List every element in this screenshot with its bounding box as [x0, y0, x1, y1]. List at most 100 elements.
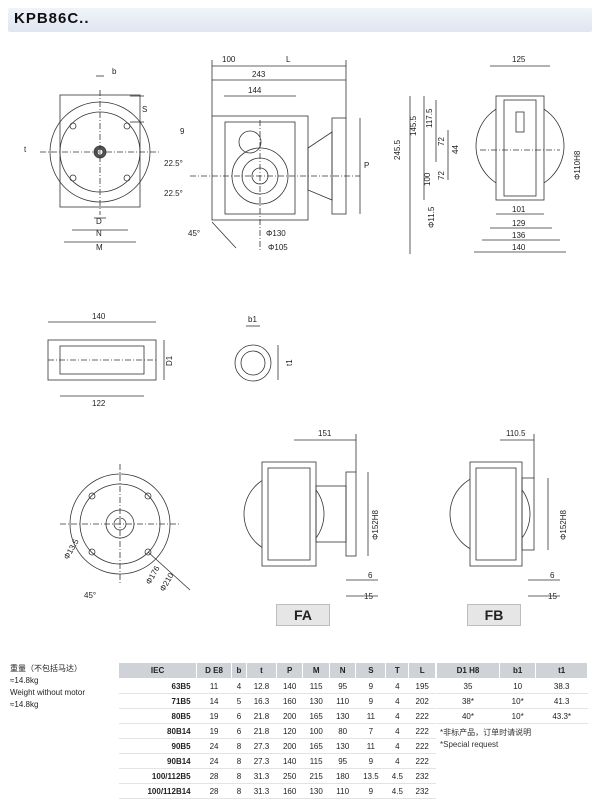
- table-cell: 95: [329, 678, 356, 694]
- table-cell: 200: [276, 708, 303, 724]
- table-cell: 7: [355, 723, 386, 739]
- dim-122: 122: [92, 399, 106, 408]
- table-cell: 19: [196, 708, 232, 724]
- table-cell: 28: [196, 783, 232, 799]
- angle-flange-45: 45°: [84, 591, 96, 600]
- dim-72-a: 72: [437, 137, 446, 146]
- hollow-shaft-view: 140 D1 122: [47, 312, 174, 408]
- table-cell: 215: [302, 768, 330, 784]
- table-cell: 130: [302, 783, 330, 799]
- table-cell: 160: [276, 783, 303, 799]
- title-bar: [8, 8, 592, 32]
- table-cell: 10*: [499, 693, 536, 709]
- dim-phi105: Φ105: [268, 243, 288, 252]
- table-cell: 9: [355, 783, 386, 799]
- table-cell: 115: [302, 753, 330, 769]
- table-cell: 165: [302, 738, 330, 754]
- table-cell: 100/112B5: [118, 768, 197, 784]
- table-cell: 100: [302, 723, 330, 739]
- table-cell: 110: [329, 693, 356, 709]
- weight-label-en: Weight without motor: [10, 688, 85, 697]
- dim-117-5: 117.5: [425, 108, 434, 128]
- table-cell: 63B5: [118, 678, 197, 694]
- table-cell: 35: [436, 678, 500, 694]
- angle-22-5-a: 22.5°: [164, 159, 183, 168]
- dim-t1: t1: [285, 359, 294, 366]
- table-cell: 9: [355, 693, 386, 709]
- dim-S: S: [142, 105, 147, 114]
- dim-100-b: 100: [423, 172, 432, 186]
- table-cell: 222: [408, 738, 436, 754]
- table-cell: 222: [408, 708, 436, 724]
- table-cell: 4: [385, 753, 409, 769]
- column-header: t1: [535, 662, 588, 679]
- table-cell: 16.3: [246, 693, 277, 709]
- notes: *非标产品，订单时请说明 *Special request: [440, 727, 531, 751]
- table-cell: 21.8: [246, 708, 277, 724]
- table-cell: 5: [231, 693, 247, 709]
- table-cell: 11: [355, 738, 386, 754]
- dim-fa-6: 6: [368, 571, 373, 580]
- dim-M: M: [96, 243, 103, 252]
- dim-b1: b1: [248, 315, 257, 324]
- table-cell: 140: [276, 753, 303, 769]
- dim-phi13-5: Φ13.5: [62, 537, 81, 561]
- column-header: M: [302, 662, 330, 679]
- table-cell: 28: [196, 768, 232, 784]
- table-cell: 140: [276, 678, 303, 694]
- dim-L: L: [286, 55, 291, 64]
- dim-fa-15: 15: [364, 592, 373, 601]
- column-header: t: [246, 662, 277, 679]
- note-en: *Special request: [440, 740, 499, 749]
- column-header: b1: [498, 662, 537, 679]
- table-cell: 115: [302, 678, 330, 694]
- table-cell: 8: [231, 738, 247, 754]
- table-row: 40*10*43.3*: [436, 708, 588, 724]
- table-cell: 95: [329, 753, 356, 769]
- table-cell: 110: [329, 783, 356, 799]
- table-cell: 71B5: [118, 693, 197, 709]
- weight-info: 重量（不包括马达） ≈14.8kg Weight without motor ≈…: [10, 663, 85, 711]
- table-cell: 100/112B14: [118, 783, 197, 799]
- table-cell: 9: [355, 753, 386, 769]
- table-cell: 4: [231, 678, 247, 694]
- motor-flange-front-view: b S t D N M: [24, 67, 160, 252]
- table-cell: 19: [196, 723, 232, 739]
- dim-243: 243: [252, 70, 266, 79]
- table-cell: 31.3: [246, 768, 277, 784]
- dim-145-5: 145.5: [409, 115, 418, 136]
- table-cell: 6: [231, 708, 247, 724]
- table-cell: 6: [231, 723, 247, 739]
- dim-fb-phi152: Φ152H8: [559, 509, 568, 540]
- table-cell: 80: [329, 723, 356, 739]
- dim-9: 9: [180, 127, 185, 136]
- weight-value-cn: ≈14.8kg: [10, 676, 39, 685]
- dim-shaft-140: 140: [92, 312, 106, 321]
- dim-125: 125: [512, 55, 526, 64]
- column-header: P: [275, 662, 304, 679]
- table-cell: 11: [196, 678, 232, 694]
- model-title: KPB86C..: [14, 10, 90, 27]
- table-cell: 130: [302, 693, 330, 709]
- note-cn: *非标产品，订单时请说明: [440, 728, 532, 737]
- table-cell: 12.8: [246, 678, 277, 694]
- dim-129: 129: [512, 219, 526, 228]
- table-cell: 80B14: [118, 723, 197, 739]
- column-header: T: [385, 662, 410, 679]
- table-cell: 8: [231, 768, 247, 784]
- table-row: 38*10*41.3: [436, 693, 588, 709]
- table-cell: 38.3: [535, 678, 588, 694]
- table-cell: 31.3: [246, 783, 277, 799]
- dim-110-5: 110.5: [506, 429, 526, 438]
- dim-D1: D1: [165, 355, 174, 366]
